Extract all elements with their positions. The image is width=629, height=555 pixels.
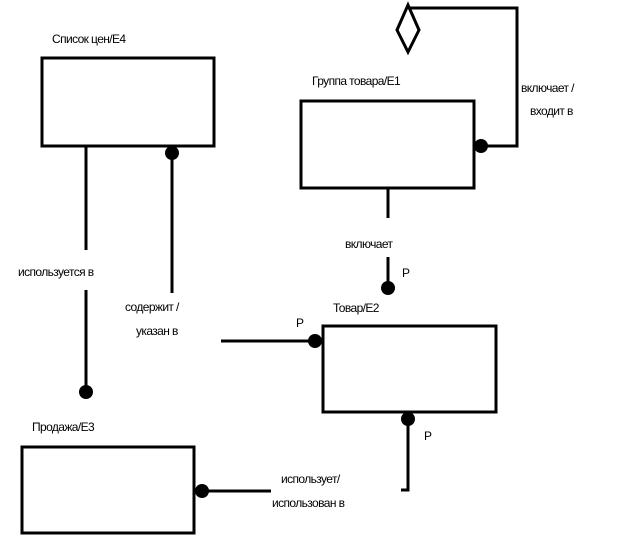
relationship-price-product-verb: содержит /: [125, 300, 180, 314]
relationship-price-sale[interactable]: используется в: [18, 146, 94, 399]
entity-product-group-box[interactable]: [299, 99, 476, 190]
entity-price-list-box[interactable]: [40, 56, 216, 148]
entity-sale-label: Продажа/E3: [32, 420, 95, 434]
relationship-price-sale-verb: используется в: [18, 265, 94, 279]
relationship-price-product-cardinality: P: [296, 316, 304, 330]
relationship-group-self-verb: включает /: [521, 81, 575, 95]
relationship-group-self-line[interactable]: [408, 6, 519, 148]
relationship-group-product-cardinality: P: [402, 266, 410, 280]
relationship-group-product-verb: включает: [345, 237, 393, 251]
entity-product[interactable]: Товар/E2: [321, 301, 498, 414]
relationship-product-sale-line-right[interactable]: [401, 419, 410, 492]
entity-sale[interactable]: Продажа/E3: [20, 420, 196, 535]
entity-price-list-label: Список цен/E4: [52, 32, 126, 46]
relationship-group-product-dot: [381, 281, 395, 295]
relationship-group-self[interactable]: включает / входит в: [395, 1, 576, 153]
entity-product-box[interactable]: [321, 324, 498, 414]
relationship-price-product[interactable]: содержит / указан в P: [125, 146, 322, 348]
relationship-product-sale-verb: использует/: [281, 472, 341, 486]
relationship-product-sale-dot-left: [195, 484, 209, 498]
relationship-price-product-inverse-verb: указан в: [136, 324, 178, 338]
relationship-price-sale-dot: [79, 385, 93, 399]
relationship-product-sale-cardinality: P: [424, 429, 432, 443]
entity-product-group[interactable]: Группа товара/E1: [299, 74, 476, 190]
relationship-product-sale-inverse-verb: использован в: [272, 496, 345, 510]
relationship-group-self-inverse-verb: входит в: [530, 104, 573, 118]
entity-product-group-label: Группа товара/E1: [312, 74, 401, 88]
relationship-product-sale[interactable]: использует/ использован в P: [194, 412, 432, 510]
entity-sale-box[interactable]: [20, 445, 196, 535]
entity-price-list[interactable]: Список цен/E4: [40, 32, 216, 148]
entity-product-label: Товар/E2: [333, 301, 380, 315]
relationship-price-product-dot-end: [308, 334, 322, 348]
relationship-group-self-dot: [474, 139, 488, 153]
relationship-group-product[interactable]: включает P: [345, 188, 410, 295]
relationship-price-product-dot-top: [165, 146, 179, 160]
non-identifying-diamond-icon: [395, 1, 421, 56]
relationship-product-sale-dot-right: [401, 412, 415, 426]
